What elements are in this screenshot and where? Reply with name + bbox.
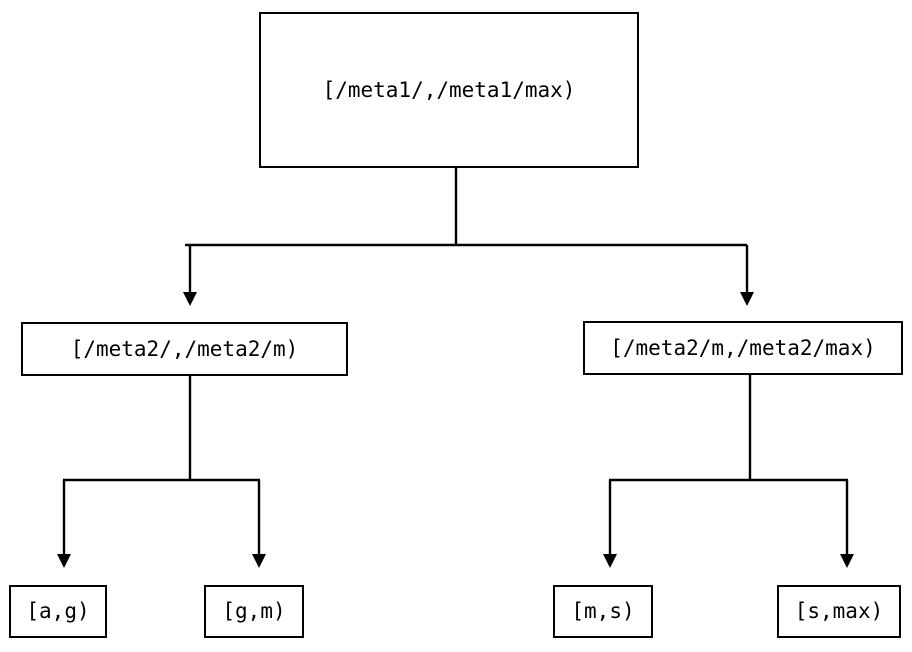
arrowhead-to-mid-left bbox=[183, 292, 197, 306]
tree-node-leaf-m-s[interactable]: [m,s) bbox=[553, 585, 653, 638]
tree-node-leaf-s-max[interactable]: [s,max) bbox=[777, 585, 901, 638]
tree-node-meta2-upper-label: [/meta2/m,/meta2/max) bbox=[610, 335, 876, 360]
edge-root-to-mid-level bbox=[183, 168, 754, 306]
arrowhead-to-leaf-smax bbox=[840, 554, 854, 568]
edge-mid-right-to-leaves bbox=[603, 375, 854, 568]
arrowhead-to-mid-right bbox=[740, 292, 754, 306]
arrowhead-to-leaf-ag bbox=[57, 554, 71, 568]
tree-node-leaf-a-g[interactable]: [a,g) bbox=[9, 585, 107, 638]
tree-node-leaf-a-g-label: [a,g) bbox=[26, 599, 90, 623]
tree-node-meta2-lower-label: [/meta2/,/meta2/m) bbox=[70, 336, 299, 361]
arrowhead-to-leaf-gm bbox=[252, 554, 266, 568]
arrowhead-to-leaf-ms bbox=[603, 554, 617, 568]
edge-mid-left-to-leaves bbox=[57, 376, 266, 568]
tree-node-leaf-s-max-label: [s,max) bbox=[794, 599, 884, 623]
tree-node-meta2-lower[interactable]: [/meta2/,/meta2/m) bbox=[21, 322, 348, 376]
tree-node-leaf-m-s-label: [m,s) bbox=[571, 599, 635, 623]
tree-node-leaf-g-m[interactable]: [g,m) bbox=[204, 585, 304, 638]
tree-node-root-label: [/meta1/,/meta1/max) bbox=[322, 77, 576, 102]
tree-node-root[interactable]: [/meta1/,/meta1/max) bbox=[259, 12, 639, 168]
tree-node-leaf-g-m-label: [g,m) bbox=[222, 599, 286, 623]
tree-node-meta2-upper[interactable]: [/meta2/m,/meta2/max) bbox=[583, 321, 903, 375]
